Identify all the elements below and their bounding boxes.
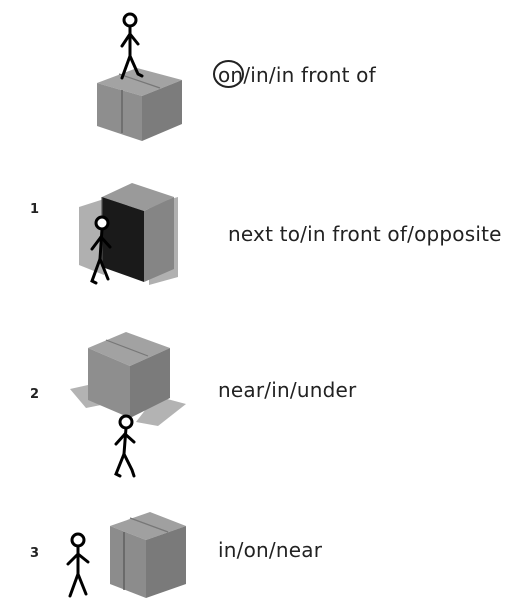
option: opposite <box>414 222 502 246</box>
separator: / <box>407 222 415 246</box>
item-number: 3 <box>30 546 40 561</box>
separator: / <box>268 63 276 87</box>
exercise-row-1: 1 <box>0 175 519 305</box>
separator: / <box>236 538 244 562</box>
item-number: 1 <box>30 202 40 217</box>
box-figure-3 <box>60 508 200 599</box>
options-2: near/in/under <box>218 378 356 402</box>
separator: / <box>268 538 276 562</box>
option: on <box>243 538 269 562</box>
exercise-row-2: 2 <box>0 320 519 480</box>
separator: / <box>300 222 308 246</box>
option: near <box>275 538 323 562</box>
option: in <box>250 63 269 87</box>
separator: / <box>264 378 272 402</box>
options-1: next to/in front of/opposite <box>228 222 502 246</box>
separator: / <box>243 63 251 87</box>
option: under <box>296 378 357 402</box>
option: next to <box>228 222 301 246</box>
exercise-row-3: 3 in/on/near <box>0 500 519 599</box>
item-number: 2 <box>30 387 40 402</box>
circled-answer: on <box>212 60 245 88</box>
option: in <box>218 538 237 562</box>
box-figure-1 <box>74 177 184 297</box>
box-figure-2 <box>66 326 196 486</box>
option: in front of <box>275 63 376 87</box>
example-row: on/in/in front of <box>0 0 519 150</box>
options-3: in/on/near <box>218 538 322 562</box>
separator: / <box>289 378 297 402</box>
option: near <box>218 378 265 402</box>
option: in <box>271 378 290 402</box>
option: in front of <box>307 222 408 246</box>
box-figure-on <box>92 8 192 143</box>
options-example: on/in/in front of <box>212 60 376 88</box>
